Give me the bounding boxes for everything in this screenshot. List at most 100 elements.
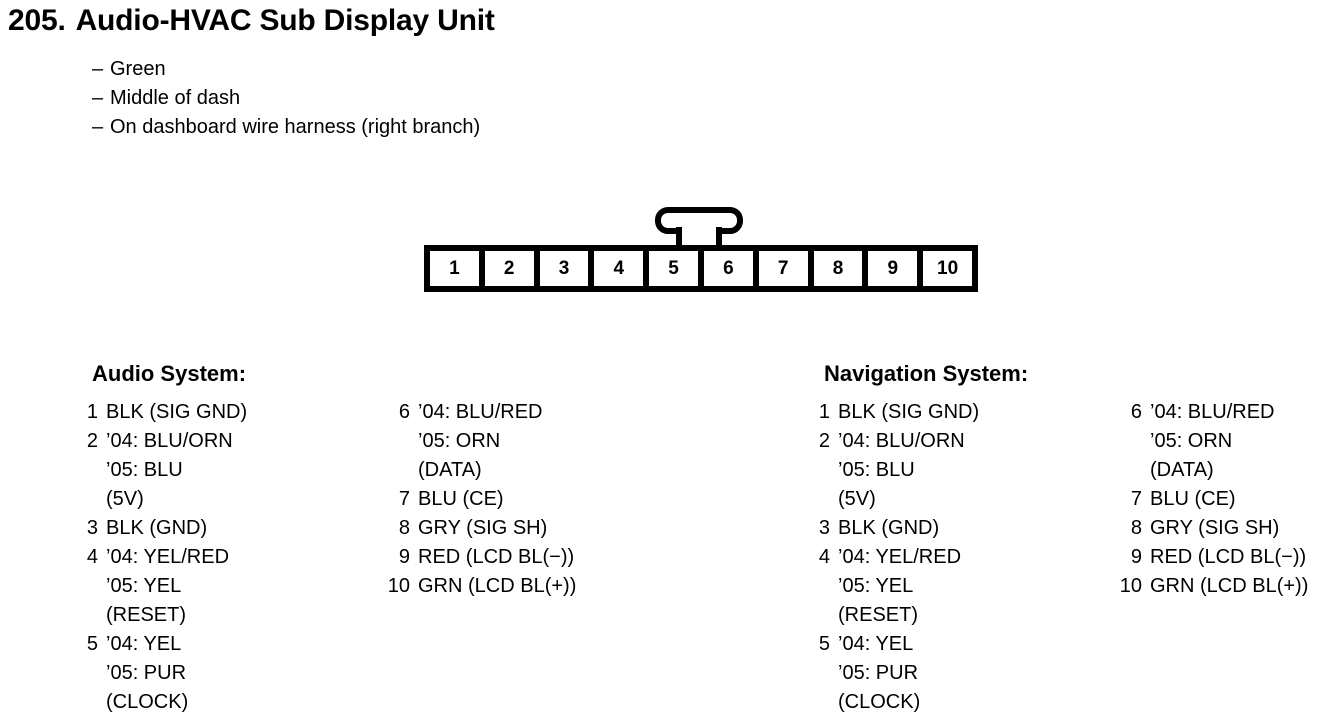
pin-description-line: ’04: YEL: [838, 633, 914, 655]
pin-entry: 5 ’04: YEL ’05: PUR (CLOCK): [802, 630, 979, 717]
pin-description-line: (5V): [106, 488, 144, 510]
pin-description-line: RED (LCD BL(−)): [1150, 546, 1307, 568]
pin-number: 1: [86, 401, 98, 423]
pin-description-line: ’05: BLU: [106, 459, 183, 481]
pin-entry: 7 BLU (CE): [382, 485, 576, 514]
navigation-system-heading: Navigation System:: [824, 361, 1029, 386]
pin-entry: 2 ’04: BLU/ORN ’05: BLU (5V): [802, 427, 979, 514]
pin-number: 8: [398, 517, 410, 539]
pin-description-line: BLK (GND): [838, 517, 940, 539]
pin-description: ’04: YEL ’05: PUR (CLOCK): [838, 630, 920, 717]
pin-description-line: BLU (CE): [418, 488, 504, 510]
connector-pin-cell: 1: [430, 251, 479, 286]
pin-description: BLK (GND): [838, 514, 939, 543]
pin-description: ’04: BLU/ORN ’05: BLU (5V): [838, 427, 965, 514]
pin-description: BLK (SIG GND): [106, 398, 247, 427]
pin-description-line: ’05: PUR: [106, 662, 187, 684]
pin-number: 7: [1130, 488, 1142, 510]
pin-description: ’04: YEL ’05: PUR (CLOCK): [106, 630, 188, 717]
pin-description-line: ’04: YEL/RED: [106, 546, 230, 568]
pin-description-line: GRN (LCD BL(+)): [1150, 575, 1309, 597]
pin-description-line: (RESET): [838, 604, 918, 626]
description-bullet: –Middle of dash: [92, 84, 480, 113]
pin-description-line: (DATA): [418, 459, 482, 481]
pin-entry: 4 ’04: YEL/RED ’05: YEL (RESET): [802, 543, 979, 630]
bullet-text: Green: [110, 58, 166, 80]
pin-entry: 6’04: BLU/RED’05: ORN(DATA): [382, 398, 576, 485]
pin-description-line: (CLOCK): [838, 691, 921, 713]
description-bullet: –On dashboard wire harness (right branch…: [92, 113, 480, 142]
connector-pin-cell: 2: [484, 251, 534, 286]
pin-description-line: BLK (SIG GND): [838, 401, 980, 423]
pin-description: GRN (LCD BL(+)): [1150, 572, 1308, 601]
pin-entry: 7 BLU (CE): [1114, 485, 1308, 514]
pin-number: 10: [387, 575, 410, 597]
connector-pin-cell: 10: [923, 251, 972, 286]
connector-pin-cell: 8: [813, 251, 863, 286]
pin-description-line: GRN (LCD BL(+)): [418, 575, 577, 597]
pin-description-line: GRY (SIG SH): [418, 517, 548, 539]
pin-number: 9: [1130, 546, 1142, 568]
pin-entry: 4 ’04: YEL/RED ’05: YEL (RESET): [70, 543, 247, 630]
pin-description-line: BLK (GND): [106, 517, 208, 539]
pin-number: 3: [818, 517, 830, 539]
pin-number: 5: [818, 633, 830, 655]
pin-description-line: BLU (CE): [1150, 488, 1236, 510]
pin-description-line: ’05: BLU: [838, 459, 915, 481]
pin-description-line: (DATA): [1150, 459, 1214, 481]
pin-description-line: ’04: YEL/RED: [838, 546, 962, 568]
pin-description: RED (LCD BL(−)): [418, 543, 574, 572]
connector-pin-cell: 6: [703, 251, 753, 286]
pin-description-line: ’05: YEL: [106, 575, 182, 597]
pin-description-line: ’04: YEL: [106, 633, 182, 655]
pin-description-line: ’04: BLU/RED: [1150, 401, 1275, 423]
pin-description-line: ’05: ORN: [1150, 430, 1233, 452]
bullet-text: On dashboard wire harness (right branch): [110, 116, 481, 138]
pin-description: GRY (SIG SH): [1150, 514, 1279, 543]
pin-description-line: ’05: YEL: [838, 575, 914, 597]
connector-pin-cell: 7: [758, 251, 808, 286]
pin-number: 5: [86, 633, 98, 655]
pin-entry: 3 BLK (GND): [802, 514, 979, 543]
pin-description-line: (CLOCK): [106, 691, 189, 713]
pin-entry: 1 BLK (SIG GND): [70, 398, 247, 427]
pin-number: 2: [818, 430, 830, 452]
pin-description: ’04: YEL/RED ’05: YEL (RESET): [838, 543, 961, 630]
pin-description-line: ’04: BLU/ORN: [838, 430, 965, 452]
page-title-number: 205.: [8, 4, 66, 37]
pin-entry: 2’04: BLU/ORN’05: BLU(5V): [70, 427, 247, 514]
pin-description-line: (5V): [838, 488, 876, 510]
pin-number: 7: [398, 488, 410, 510]
pin-number: 4: [818, 546, 830, 568]
pin-description: ’04: BLU/RED ’05: ORN (DATA): [1150, 398, 1275, 485]
pin-number: 3: [86, 517, 98, 539]
pin-description-line: BLK (SIG GND): [106, 401, 248, 423]
pin-description-line: (RESET): [106, 604, 186, 626]
pin-number: 2: [86, 430, 98, 452]
description-bullet-list: –Green–Middle of dash–On dashboard wire …: [92, 55, 480, 142]
bullet-dash-icon: –: [92, 87, 104, 109]
description-bullet: –Green: [92, 55, 480, 84]
pin-description-line: ’05: PUR: [838, 662, 919, 684]
pin-description: GRN (LCD BL(+)): [418, 572, 576, 601]
connector-pin-cell: 5: [649, 251, 698, 286]
pin-description: BLK (SIG GND): [838, 398, 979, 427]
page-title-text: Audio-HVAC Sub Display Unit: [75, 4, 495, 37]
pin-number: 4: [86, 546, 98, 568]
pin-description: BLU (CE): [418, 485, 504, 514]
pin-description: ’04: BLU/RED’05: ORN(DATA): [418, 398, 543, 485]
pin-number: 6: [1130, 401, 1142, 423]
audio-system-pin-column-right: 6’04: BLU/RED’05: ORN(DATA) 7 BLU (CE) 8 GRY…: [382, 398, 577, 601]
pin-entry: 5 ’04: YEL ’05: PUR (CLOCK): [70, 630, 247, 717]
audio-system-heading: Audio System:: [92, 361, 247, 386]
pin-description-line: RED (LCD BL(−)): [418, 546, 575, 568]
